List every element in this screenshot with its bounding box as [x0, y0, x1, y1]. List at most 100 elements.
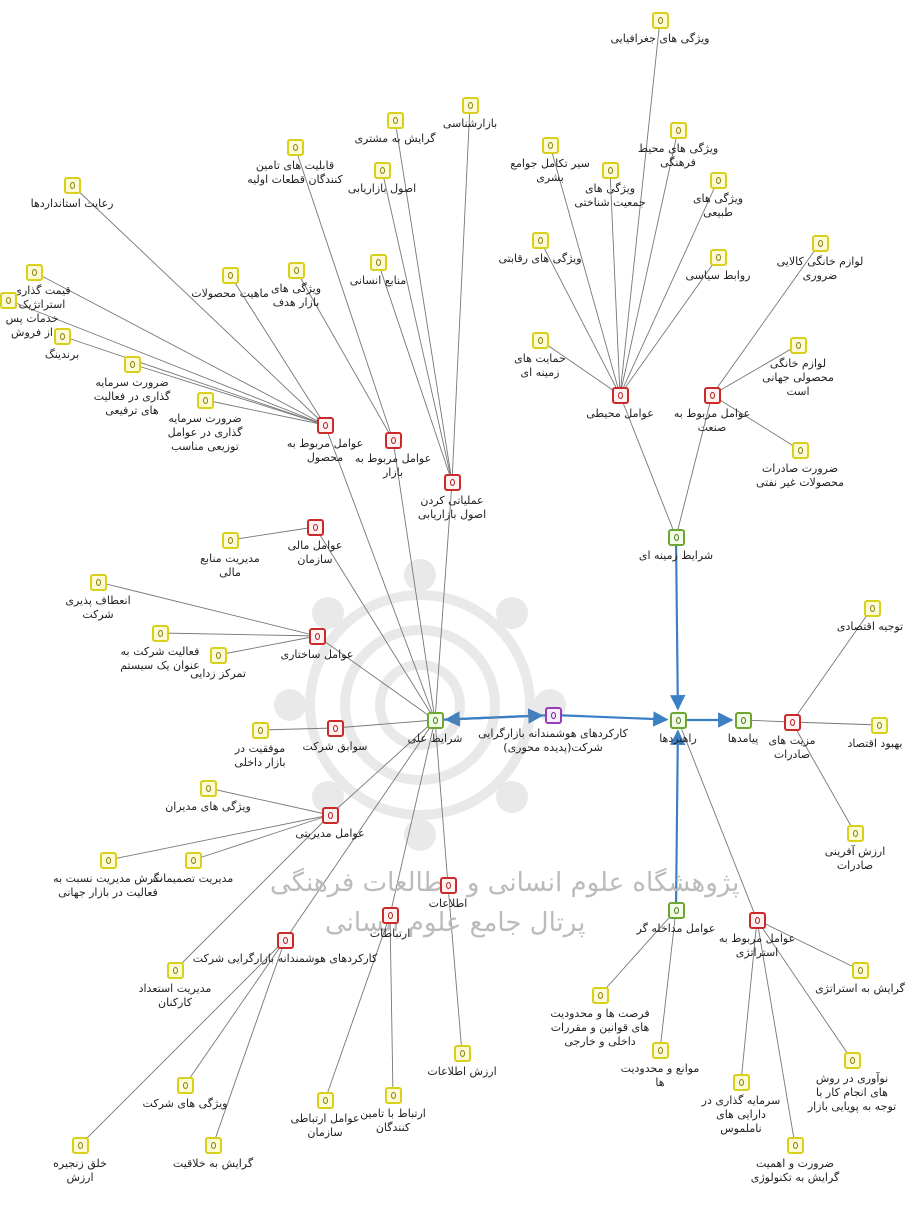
- node-enetaf[interactable]: انعطاف پذیری شرکت: [65, 574, 131, 621]
- node-gerayesh-moshtari[interactable]: گرایش به مشتری: [354, 112, 436, 145]
- code-icon[interactable]: [26, 264, 43, 281]
- node-movafaghiat[interactable]: موفقیت در بازار داخلی: [234, 722, 286, 769]
- code-icon[interactable]: [370, 254, 387, 271]
- code-icon[interactable]: [670, 712, 687, 729]
- node-zarurat-sader[interactable]: ضرورت صادرات محصولات غیر نفتی: [756, 442, 844, 489]
- code-icon[interactable]: [787, 1137, 804, 1154]
- node-g-mohit[interactable]: ویژگی های محیط فرهنگی: [638, 122, 718, 169]
- node-g-bazar-hadaf[interactable]: ویژگی های بازار هدف: [271, 262, 321, 309]
- node-g-sherkat[interactable]: ویژگی های شرکت: [143, 1077, 227, 1110]
- code-icon[interactable]: [167, 962, 184, 979]
- code-icon[interactable]: [152, 625, 169, 642]
- code-icon[interactable]: [852, 962, 869, 979]
- code-icon[interactable]: [54, 328, 71, 345]
- node-modiriat-manabe[interactable]: مدیریت منابع مالی: [200, 532, 260, 579]
- node-arzesh-etelaat[interactable]: ارزش اطلاعات: [427, 1045, 497, 1078]
- node-avamel-mali[interactable]: عوامل مالی سازمان: [288, 519, 342, 566]
- code-icon[interactable]: [704, 387, 721, 404]
- node-lavazem2[interactable]: لوازم خانگی محصولی جهانی است: [762, 337, 834, 398]
- node-negaresh[interactable]: نگرش مدیریت نسبت به فعالیت در بازار جهان…: [53, 852, 163, 899]
- node-avamel-modiriati[interactable]: عوامل مدیریتی: [295, 807, 365, 840]
- code-icon[interactable]: [532, 232, 549, 249]
- node-gheymat[interactable]: قیمت گذاری استراتژیک: [13, 264, 71, 311]
- node-arzesh-afarini[interactable]: ارزش آفرینی صادرات: [825, 825, 885, 872]
- code-icon[interactable]: [652, 12, 669, 29]
- code-icon[interactable]: [210, 647, 227, 664]
- code-icon[interactable]: [200, 780, 217, 797]
- code-icon[interactable]: [847, 825, 864, 842]
- code-icon[interactable]: [670, 122, 687, 139]
- node-tamarkoz[interactable]: تمرکز زدایی: [190, 647, 246, 680]
- node-mavane[interactable]: موانع و محدودیت ها: [621, 1042, 699, 1089]
- node-sharayet-eli[interactable]: شرایط علی: [408, 712, 462, 745]
- code-icon[interactable]: [542, 137, 559, 154]
- code-icon[interactable]: [602, 162, 619, 179]
- code-icon[interactable]: [532, 332, 549, 349]
- node-avamel-esteratezhi[interactable]: عوامل مربوط به استراتژی: [719, 912, 795, 959]
- node-khadamat[interactable]: خدمات پس از فروش: [0, 292, 58, 339]
- code-icon[interactable]: [710, 172, 727, 189]
- code-icon[interactable]: [790, 337, 807, 354]
- node-osul-bazaryabi[interactable]: اصول بازاریابی: [348, 162, 416, 195]
- code-icon[interactable]: [100, 852, 117, 869]
- code-icon[interactable]: [462, 97, 479, 114]
- node-hemayat[interactable]: حمایت های زمینه ای: [514, 332, 566, 379]
- code-icon[interactable]: [612, 387, 629, 404]
- code-icon[interactable]: [733, 1074, 750, 1091]
- code-icon[interactable]: [427, 712, 444, 729]
- node-gerayesh-khalaghiat[interactable]: گرایش به خلاقیت: [173, 1137, 253, 1170]
- code-icon[interactable]: [454, 1045, 471, 1062]
- node-avamel-sakhtari[interactable]: عوامل ساختاری: [281, 628, 353, 661]
- code-icon[interactable]: [784, 714, 801, 731]
- code-icon[interactable]: [288, 262, 305, 279]
- node-mazit[interactable]: مزیت های صادرات: [768, 714, 816, 761]
- node-forsat[interactable]: فرصت ها و محدودیت های قوانین و مقررات دا…: [550, 987, 650, 1048]
- code-icon[interactable]: [792, 442, 809, 459]
- node-avamel-bazar[interactable]: عوامل مربوط به بازار: [355, 432, 431, 479]
- node-tojih[interactable]: توجیه اقتصادی: [837, 600, 903, 633]
- node-payamadha[interactable]: پیامدها: [728, 712, 758, 745]
- code-icon[interactable]: [844, 1052, 861, 1069]
- node-rahbordha[interactable]: راهبردها: [659, 712, 697, 745]
- code-icon[interactable]: [545, 707, 562, 724]
- node-zarurat-tech[interactable]: ضرورت و اهمیت گرایش به تکنولوژی: [751, 1137, 839, 1184]
- code-icon[interactable]: [812, 235, 829, 252]
- code-icon[interactable]: [652, 1042, 669, 1059]
- node-g-jamiat[interactable]: ویژگی های جمعیت شناختی: [574, 162, 646, 209]
- node-reayat[interactable]: رعایت استانداردها: [31, 177, 113, 210]
- code-icon[interactable]: [0, 292, 17, 309]
- code-icon[interactable]: [385, 432, 402, 449]
- node-etelaat[interactable]: اطلاعات: [429, 877, 467, 910]
- node-g-jog[interactable]: ویژگی های جغرافیایی: [611, 12, 710, 45]
- code-icon[interactable]: [124, 356, 141, 373]
- node-behbud[interactable]: بهبود اقتصاد: [848, 717, 902, 750]
- node-faaliat[interactable]: فعالیت شرکت به عنوان یک سیستم: [120, 625, 200, 672]
- node-g-tabiei[interactable]: ویژگی های طبیعی: [693, 172, 743, 219]
- node-brand[interactable]: برندینگ: [45, 328, 79, 361]
- code-icon[interactable]: [864, 600, 881, 617]
- node-seyr[interactable]: سیر تکامل جوامع بشری: [510, 137, 590, 184]
- node-avamel-mohiti[interactable]: عوامل محیطی: [586, 387, 654, 420]
- node-sarmaye-namalmus[interactable]: سرمایه گذاری در دارایی های ناملموس: [702, 1074, 780, 1135]
- code-icon[interactable]: [374, 162, 391, 179]
- node-lavazem1[interactable]: لوازم خانگی کالایی ضروری: [777, 235, 863, 282]
- code-icon[interactable]: [64, 177, 81, 194]
- node-zarurat-tarvij[interactable]: ضرورت سرمایه گذاری در فعالیت های ترفیعی: [94, 356, 170, 417]
- code-icon[interactable]: [317, 417, 334, 434]
- code-icon[interactable]: [177, 1077, 194, 1094]
- code-icon[interactable]: [317, 1092, 334, 1109]
- code-icon[interactable]: [205, 1137, 222, 1154]
- code-icon[interactable]: [222, 532, 239, 549]
- code-icon[interactable]: [309, 628, 326, 645]
- node-padide[interactable]: کارکردهای هوشمندانه بازارگرایی شرکت(پدید…: [478, 707, 628, 754]
- code-icon[interactable]: [327, 720, 344, 737]
- code-icon[interactable]: [90, 574, 107, 591]
- node-bazarshenasi[interactable]: بازارشناسی: [443, 97, 497, 130]
- node-sharayet-zamine[interactable]: شرایط زمینه ای: [639, 529, 713, 562]
- code-icon[interactable]: [592, 987, 609, 1004]
- node-karkard2[interactable]: کارکردهای هوشمندانه بازارگرایی شرکت: [193, 932, 377, 965]
- code-icon[interactable]: [72, 1137, 89, 1154]
- node-avamel-modakhele[interactable]: عوامل مداخله گر: [637, 902, 715, 935]
- code-icon[interactable]: [197, 392, 214, 409]
- code-icon[interactable]: [735, 712, 752, 729]
